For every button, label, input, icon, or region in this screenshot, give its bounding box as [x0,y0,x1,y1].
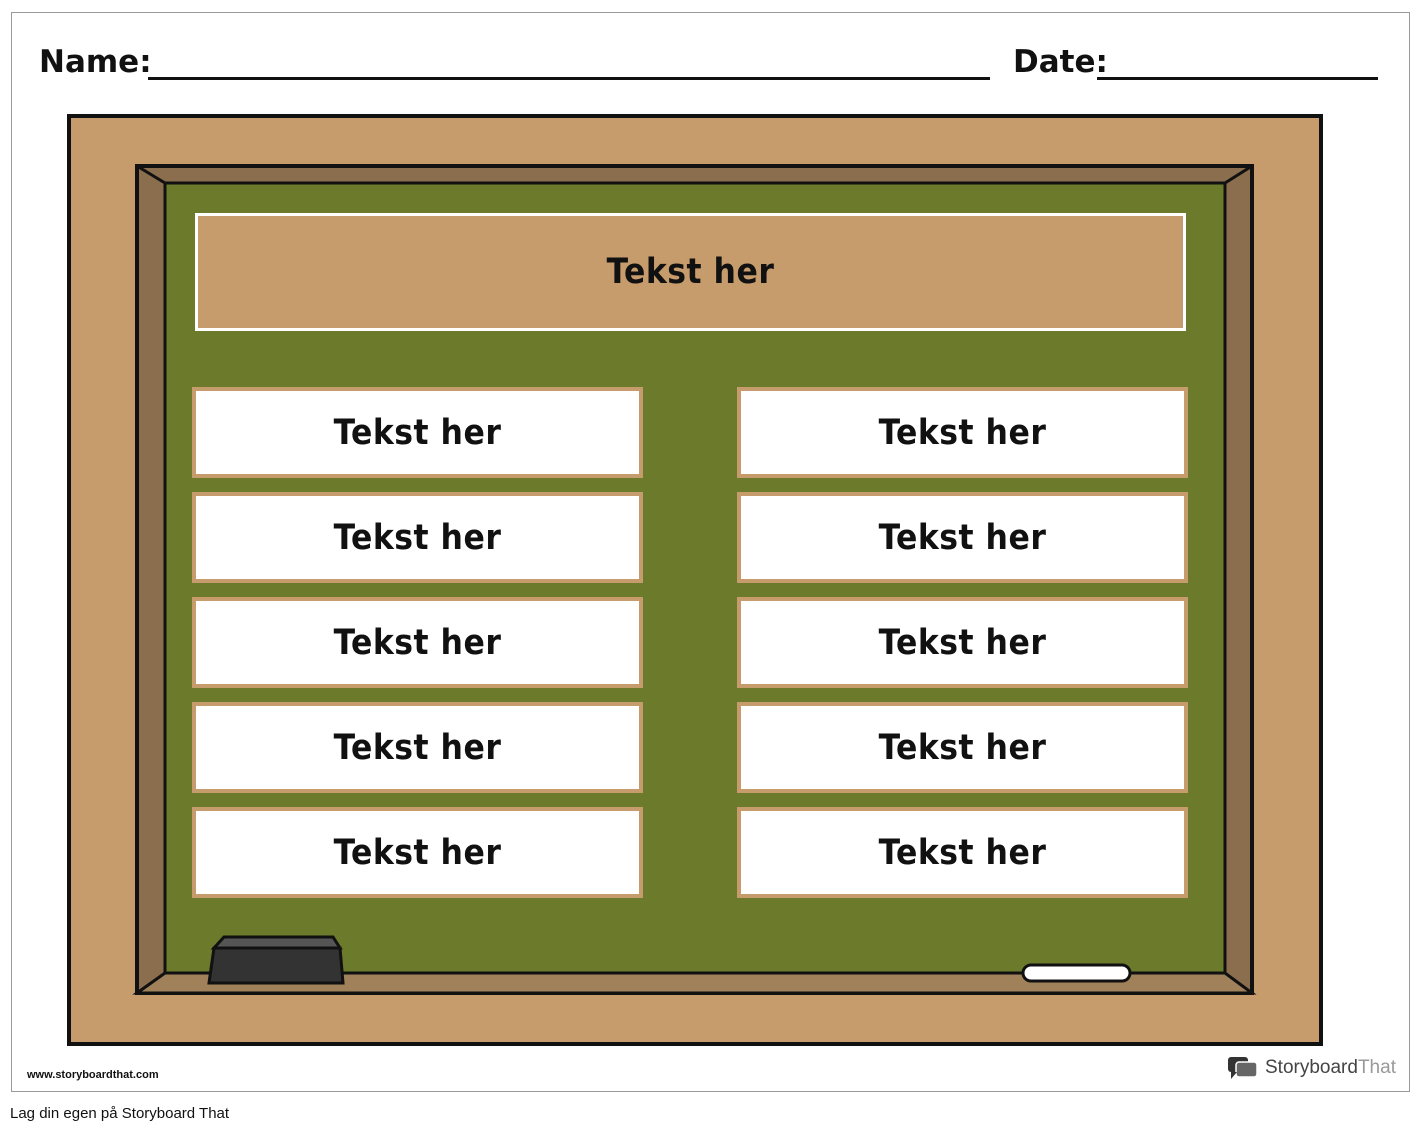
left-item-2[interactable]: Tekst her [192,492,643,583]
right-item-3[interactable]: Tekst her [737,597,1188,688]
left-item-text: Tekst her [333,622,502,663]
right-item-text: Tekst her [878,622,1047,663]
name-label: Name: [39,44,152,80]
storyboardthat-brand: StoryboardThat [1227,1055,1396,1081]
right-item-4[interactable]: Tekst her [737,702,1188,793]
right-item-5[interactable]: Tekst her [737,807,1188,898]
footer-caption[interactable]: Lag din egen på Storyboard That [10,1105,230,1122]
left-item-text: Tekst her [333,517,502,558]
left-item-text: Tekst her [333,412,502,453]
right-item-1[interactable]: Tekst her [737,387,1188,478]
left-item-3[interactable]: Tekst her [192,597,643,688]
right-item-text: Tekst her [878,412,1047,453]
date-line[interactable] [1097,77,1378,80]
left-item-1[interactable]: Tekst her [192,387,643,478]
right-item-text: Tekst her [878,832,1047,873]
brand-text: StoryboardThat [1265,1057,1396,1079]
title-box[interactable]: Tekst her [195,213,1186,331]
brand-text-part1: Storyboard [1265,1057,1358,1078]
left-item-text: Tekst her [333,727,502,768]
storyboardthat-logo-icon [1228,1057,1258,1079]
left-item-text: Tekst her [333,832,502,873]
right-item-text: Tekst her [878,727,1047,768]
title-text: Tekst her [606,252,775,292]
name-line[interactable] [148,77,990,80]
right-item-2[interactable]: Tekst her [737,492,1188,583]
eraser-icon [207,935,345,985]
chalk-icon [1021,963,1132,983]
website-url: www.storyboardthat.com [27,1069,159,1081]
right-item-text: Tekst her [878,517,1047,558]
brand-text-part2: That [1357,1057,1396,1078]
left-item-4[interactable]: Tekst her [192,702,643,793]
date-label: Date: [1013,44,1108,80]
left-item-5[interactable]: Tekst her [192,807,643,898]
